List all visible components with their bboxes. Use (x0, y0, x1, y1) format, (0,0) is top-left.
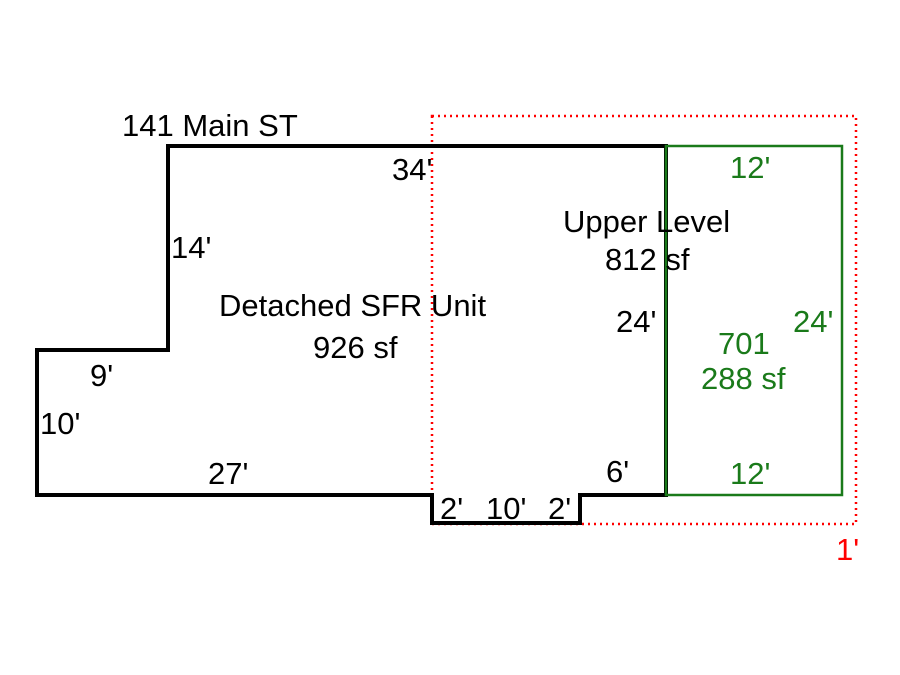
dim-upper-left-wall: 14' (171, 230, 211, 265)
upper-level-size: 812 sf (605, 242, 690, 277)
overlay-dimension: 1' (836, 532, 859, 567)
dim-top: 34' (392, 152, 432, 187)
dim-left-wall: 10' (40, 406, 80, 441)
dim-bottom-right: 6' (606, 454, 629, 489)
addition-dim-top: 12' (730, 150, 770, 185)
address-label: 141 Main ST (122, 108, 298, 143)
addition-code: 701 (718, 326, 770, 361)
dim-bump-right: 2' (548, 491, 571, 526)
addition-dim-bottom: 12' (730, 456, 770, 491)
dim-bottom-left: 27' (208, 456, 248, 491)
addition-dim-side: 24' (793, 304, 833, 339)
overlay-boundary (430, 114, 858, 526)
dim-bump-left: 2' (440, 491, 463, 526)
addition-outline (664, 144, 844, 497)
addition-area: 288 sf (701, 361, 786, 396)
dim-step-horizontal: 9' (90, 358, 113, 393)
main-area-name: Detached SFR Unit (219, 288, 486, 323)
upper-level-name: Upper Level (563, 204, 730, 239)
dim-right-wall: 24' (616, 304, 656, 339)
main-area-size: 926 sf (313, 330, 398, 365)
dim-bump-middle: 10' (486, 491, 526, 526)
